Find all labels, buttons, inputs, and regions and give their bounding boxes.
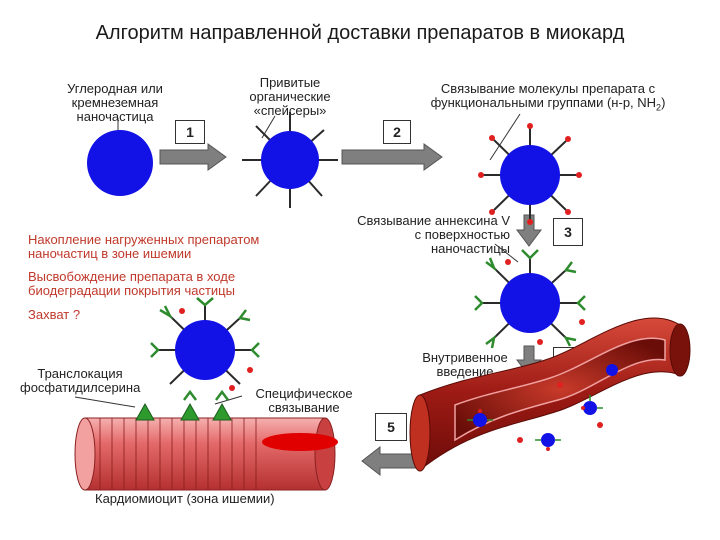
specific-pointer <box>214 395 243 405</box>
bound-nanoparticle <box>150 297 260 401</box>
step-2-box: 2 <box>383 120 411 144</box>
release-label: Высвобождение препарата в ходе биодеград… <box>28 269 236 298</box>
arrow-1-icon <box>159 143 227 171</box>
cardiomyocyte <box>74 417 338 491</box>
annexin-nanoparticle <box>474 249 586 349</box>
capture-label: Захват ? <box>28 307 81 322</box>
annexin-pointer <box>494 243 519 263</box>
step-3-box: 3 <box>553 218 583 246</box>
annexin-label: Связывание аннексина V с поверхностью на… <box>357 213 510 256</box>
blood-vessel <box>409 317 691 472</box>
binding-pointer <box>489 113 521 161</box>
arrow-5-icon <box>361 445 419 477</box>
step-1-box: 1 <box>175 120 205 144</box>
cardiomyocyte-label: Кардиомиоцит (зона ишемии) <box>95 491 275 506</box>
arrow-2-icon <box>341 143 443 171</box>
arrow-3-icon <box>516 214 542 247</box>
translocation-pointer <box>74 396 136 408</box>
accumulation-label: Накопление нагруженных препаратом наноча… <box>28 232 260 261</box>
translocation-label: Транслокация фосфатидилсерина <box>20 366 141 395</box>
vessel-nanoparticles <box>473 364 618 447</box>
nanoparticle-label: Углеродная или кремнеземная наночастица <box>67 81 163 124</box>
binding-drug-label: Связывание молекулы препарата с функцион… <box>430 81 666 113</box>
spacer-nanoparticle <box>242 112 338 208</box>
bare-nanoparticle <box>87 130 153 196</box>
drug-loaded-nanoparticle <box>478 123 582 225</box>
page-title: Алгоритм направленной доставки препарато… <box>95 22 625 44</box>
phosphatidylserine-markers <box>135 402 232 421</box>
specific-binding-label: Специфическое связывание <box>255 386 353 415</box>
step-5-box: 5 <box>375 413 407 441</box>
iv-label: Внутривенное введение <box>422 350 508 379</box>
spacers-label: Привитые органические «спейсеры» <box>249 75 331 118</box>
